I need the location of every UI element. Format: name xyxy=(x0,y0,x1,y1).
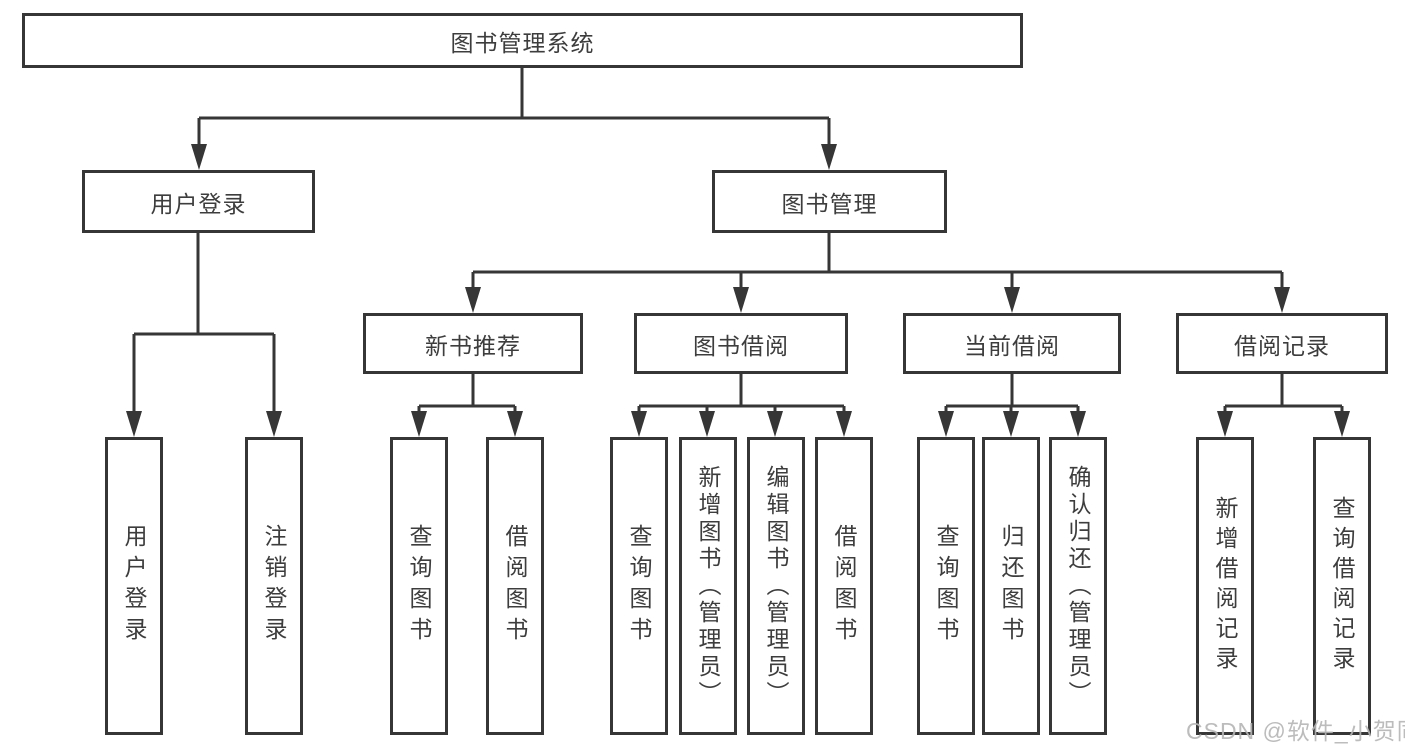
leaf-logout-label: 注销登录 xyxy=(261,524,287,648)
leaf-add-borrow-record-label: 新增借阅记录 xyxy=(1212,496,1238,676)
node-book-management-label: 图书管理 xyxy=(781,190,878,217)
leaf-return-books-label: 归还图书 xyxy=(998,524,1024,648)
csdn-watermark-text: CSDN @软件_小贺同学 xyxy=(1186,718,1405,744)
node-new-book-recommendation: 新书推荐 xyxy=(363,313,583,374)
connector-borrow xyxy=(637,374,846,412)
leaf-current-query-books: 查询图书 xyxy=(917,437,975,735)
node-new-book-recommendation-label: 新书推荐 xyxy=(425,332,521,359)
leaf-logout: 注销登录 xyxy=(245,437,303,735)
connector-current xyxy=(944,374,1080,412)
connector-root xyxy=(197,68,831,145)
node-user-login-label: 用户登录 xyxy=(150,190,247,217)
leaf-confirm-return-admin-label: 确认归还（管理员） xyxy=(1065,464,1091,708)
connector-records xyxy=(1223,374,1344,412)
leaf-edit-books-admin-label: 编辑图书（管理员） xyxy=(763,464,789,708)
node-book-borrowing-label: 图书借阅 xyxy=(693,332,789,359)
leaf-user-login: 用户登录 xyxy=(105,437,163,735)
leaf-borrow-borrow-books-label: 借阅图书 xyxy=(831,524,857,648)
leaf-recommend-borrow-books: 借阅图书 xyxy=(486,437,544,735)
leaf-edit-books-admin: 编辑图书（管理员） xyxy=(747,437,805,735)
leaf-borrow-borrow-books: 借阅图书 xyxy=(815,437,873,735)
node-root-label: 图书管理系统 xyxy=(450,29,595,56)
leaf-add-books-admin: 新增图书（管理员） xyxy=(679,437,737,735)
connector-book-mgmt xyxy=(471,233,1284,289)
connector-new-book xyxy=(417,374,517,412)
node-user-login: 用户登录 xyxy=(82,170,315,233)
leaf-recommend-query-books: 查询图书 xyxy=(390,437,448,735)
node-current-borrowing-label: 当前借阅 xyxy=(964,332,1060,359)
connector-user-login xyxy=(132,233,276,412)
leaf-current-query-books-label: 查询图书 xyxy=(933,524,959,648)
node-book-borrowing: 图书借阅 xyxy=(634,313,848,374)
leaf-add-books-admin-label: 新增图书（管理员） xyxy=(695,464,721,708)
node-book-management: 图书管理 xyxy=(712,170,947,233)
leaf-recommend-borrow-books-label: 借阅图书 xyxy=(502,524,528,648)
node-root-system: 图书管理系统 xyxy=(22,13,1023,68)
leaf-recommend-query-books-label: 查询图书 xyxy=(406,524,432,648)
leaf-borrow-query-books: 查询图书 xyxy=(610,437,668,735)
node-borrowing-records: 借阅记录 xyxy=(1176,313,1388,374)
leaf-user-login-label: 用户登录 xyxy=(121,524,147,648)
csdn-watermark: CSDN @软件_小贺同学 xyxy=(1186,712,1405,746)
leaf-query-borrow-record: 查询借阅记录 xyxy=(1313,437,1371,735)
node-current-borrowing: 当前借阅 xyxy=(903,313,1121,374)
node-borrowing-records-label: 借阅记录 xyxy=(1234,332,1330,359)
leaf-return-books: 归还图书 xyxy=(982,437,1040,735)
leaf-borrow-query-books-label: 查询图书 xyxy=(626,524,652,648)
leaf-query-borrow-record-label: 查询借阅记录 xyxy=(1329,496,1355,676)
leaf-add-borrow-record: 新增借阅记录 xyxy=(1196,437,1254,735)
leaf-confirm-return-admin: 确认归还（管理员） xyxy=(1049,437,1107,735)
